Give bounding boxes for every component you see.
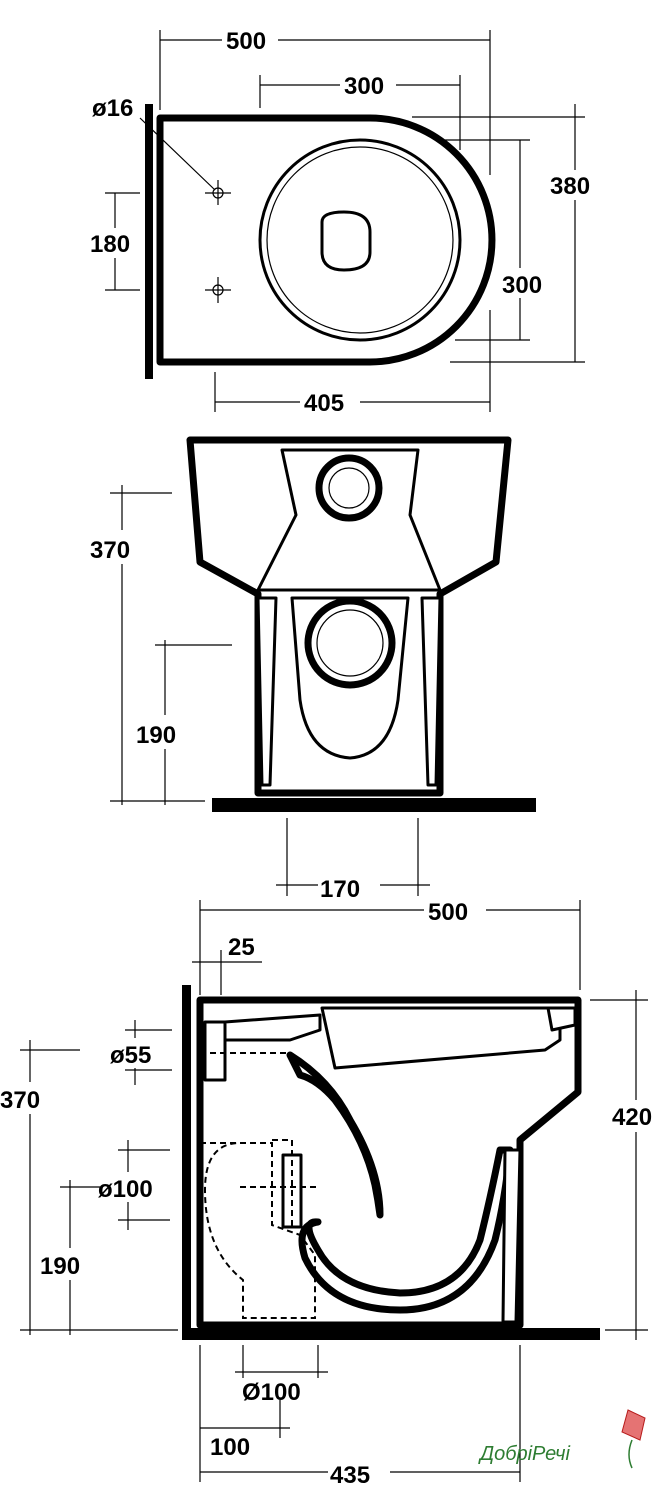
front-view: 370 190 170 [88, 436, 536, 903]
side-view-wall-gap-label: 25 [228, 934, 255, 961]
side-view: 500 25 ø55 370 420 ø100 190 [0, 896, 664, 1489]
side-view-height-label: 420 [612, 1104, 652, 1131]
side-view-inlet-height-label: 370 [0, 1087, 40, 1114]
side-view-back-leg [501, 1148, 522, 1324]
side-view-outlet-dia-label: ø100 [98, 1176, 153, 1203]
front-view-left-leg [256, 596, 278, 787]
front-view-right-leg [420, 596, 442, 787]
brand-logo: ДобріРечі [478, 1409, 646, 1469]
side-view-wall [182, 985, 191, 1340]
side-view-floor [182, 1328, 600, 1340]
front-view-base-width-label: 170 [320, 876, 360, 903]
top-view-inner-width-label: 300 [344, 73, 384, 100]
side-view-inlet-channel [223, 1013, 322, 1042]
brand-name: ДобріРечі [478, 1443, 570, 1465]
side-view-floor-outlet-dashed [200, 1142, 316, 1319]
side-view-floor-outlet-dia-label: Ø100 [242, 1379, 301, 1406]
top-view-base-width-label: 405 [304, 390, 344, 417]
front-view-outlet-height-label: 190 [136, 722, 176, 749]
side-view-trapway [286, 1051, 384, 1219]
top-view-inner-height-label: 300 [502, 272, 542, 299]
top-view-drain [320, 210, 372, 272]
front-view-height-label: 370 [90, 537, 130, 564]
top-view-wall [145, 104, 153, 379]
side-view-floor-outlet-dist-label: 100 [210, 1434, 250, 1461]
front-view-floor [212, 798, 536, 812]
top-view-hole-spacing-label: 180 [90, 231, 130, 258]
side-view-rim [546, 1006, 577, 1032]
side-view-outlet-height-label: 190 [40, 1253, 80, 1280]
front-view-inlet-ring [315, 454, 383, 522]
top-view: ø16 500 300 380 300 180 [88, 26, 604, 417]
top-view-seat-inner-ring [266, 146, 454, 334]
kite-icon [621, 1409, 646, 1441]
side-view-depth-label: 500 [428, 899, 468, 926]
front-view-outlet-ring [304, 597, 396, 689]
top-view-width-label: 500 [226, 28, 266, 55]
side-view-base-depth-label: 435 [330, 1462, 370, 1489]
top-view-hole-dia-label: ø16 [92, 95, 133, 122]
side-view-inlet-pipe [203, 1020, 227, 1082]
side-view-bowl-cavity [320, 1006, 562, 1070]
side-view-inlet-dia-label: ø55 [110, 1042, 151, 1069]
top-view-height-label: 380 [550, 173, 590, 200]
